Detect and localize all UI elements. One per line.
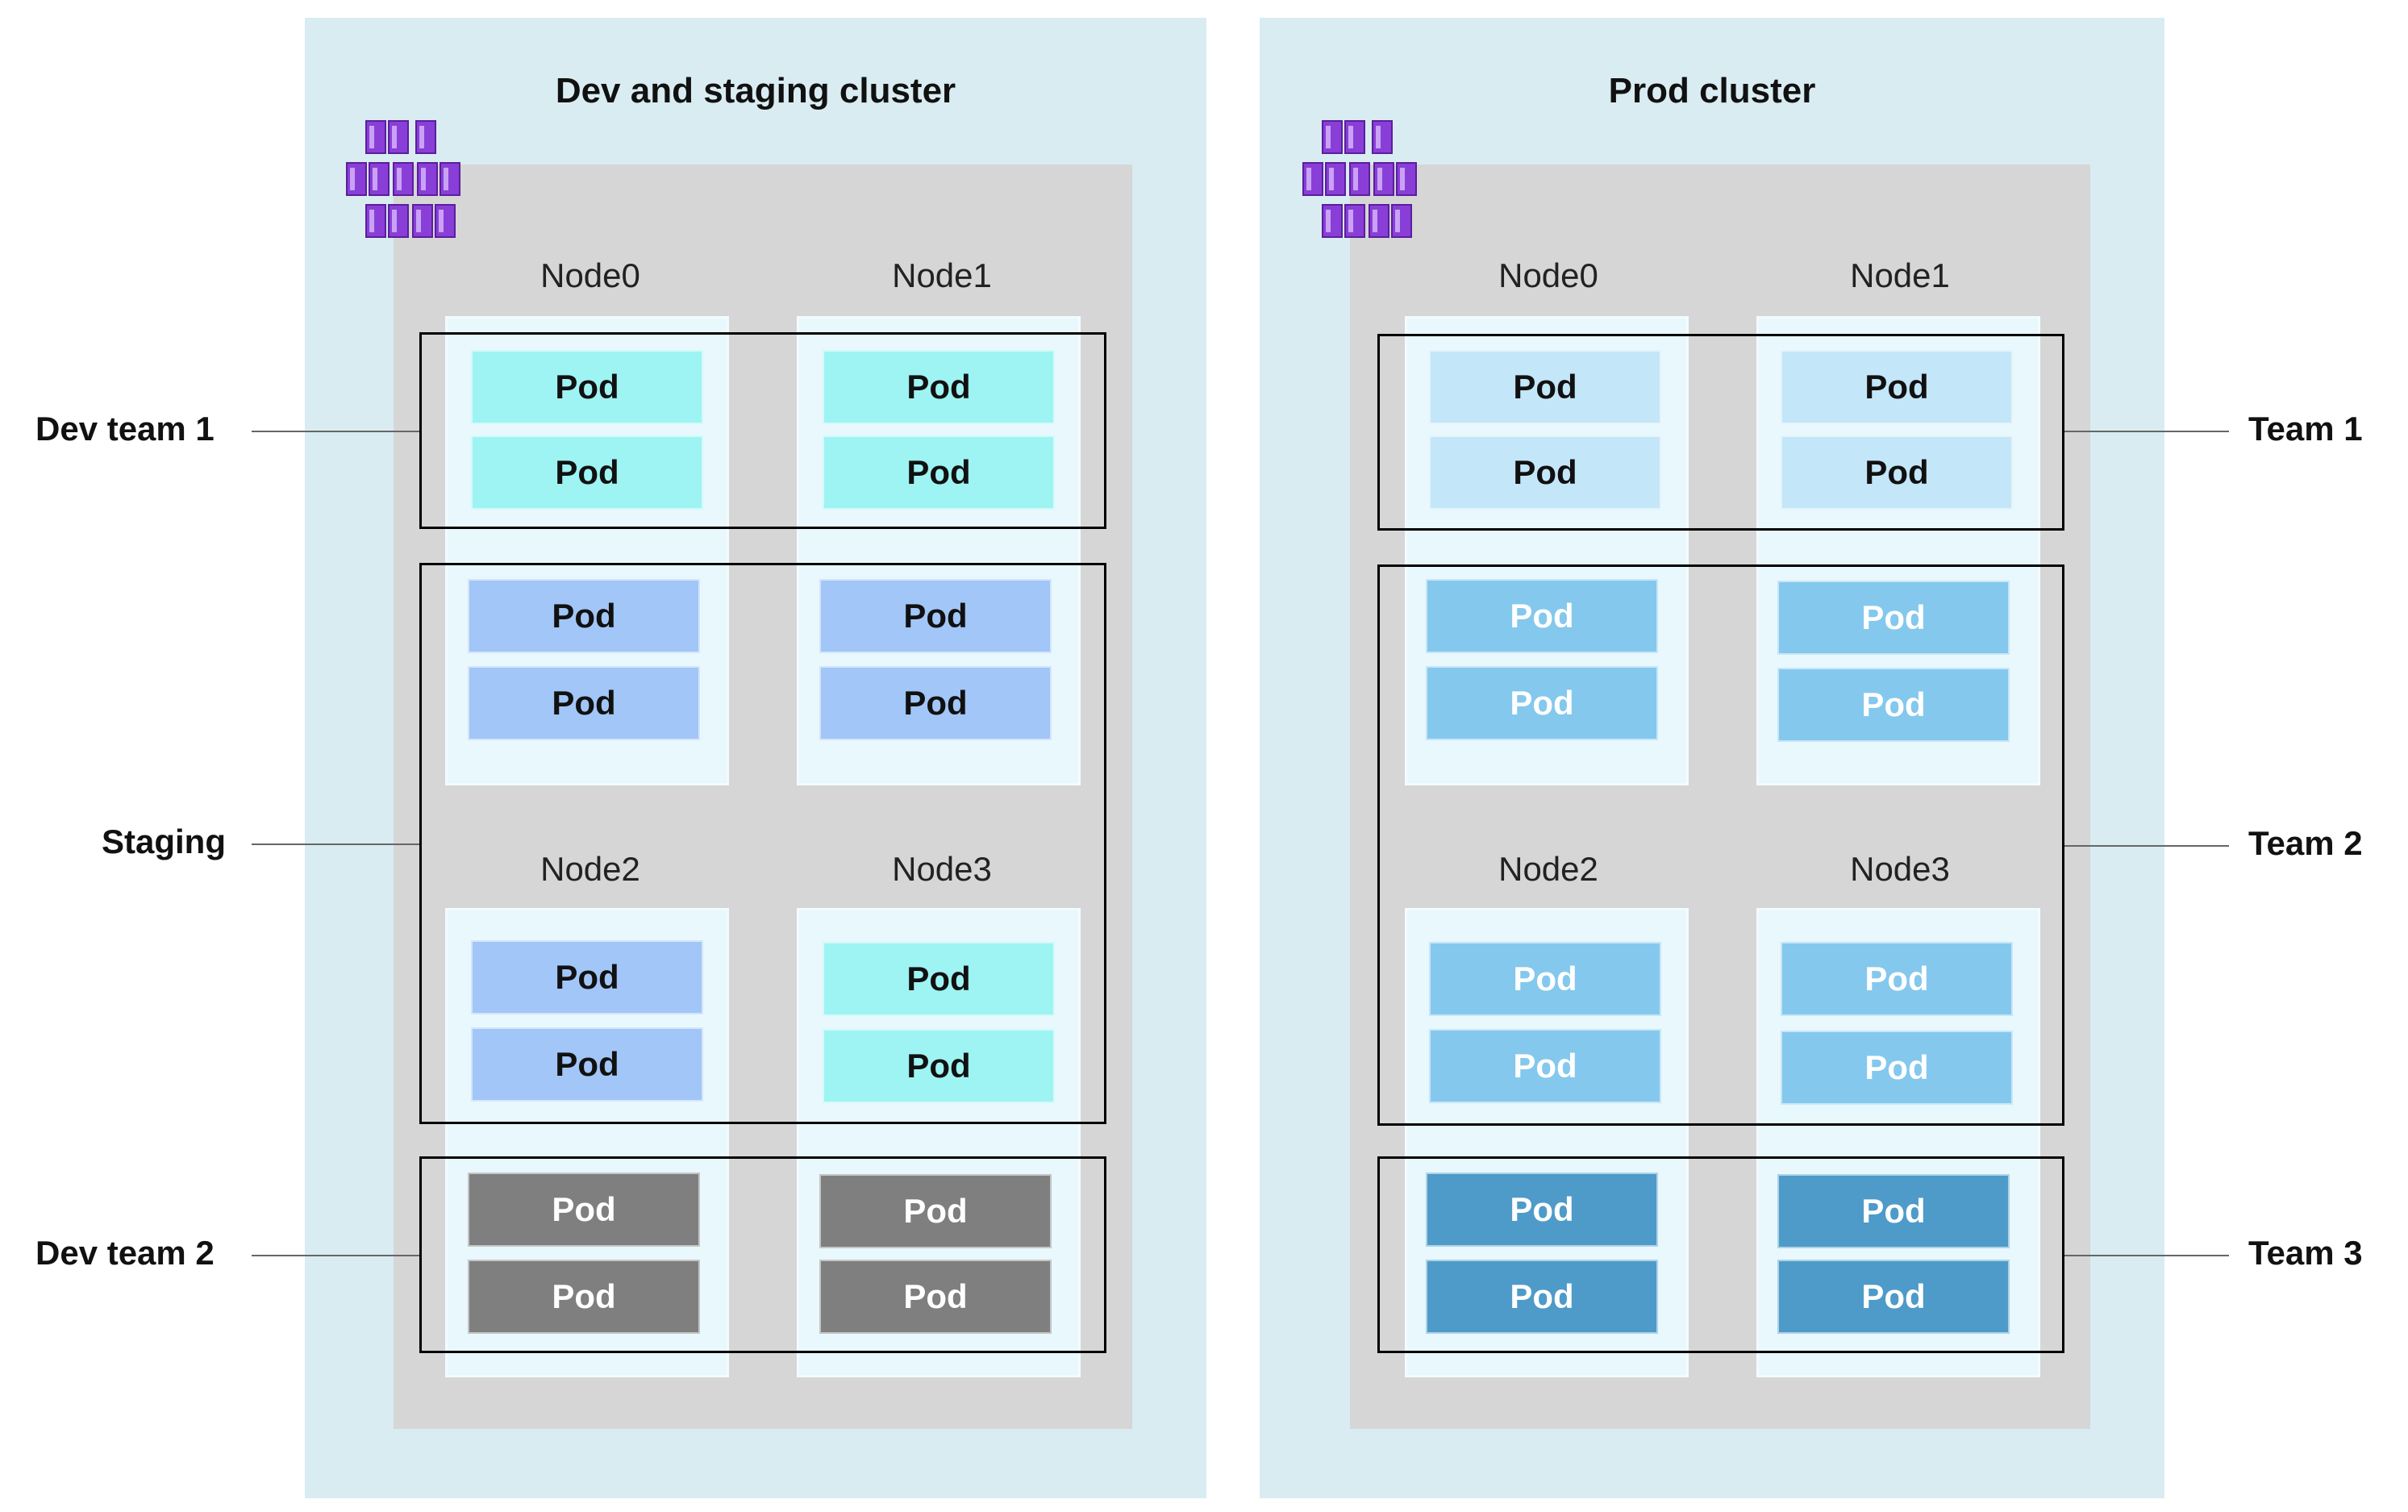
group-label: Dev team 2 bbox=[35, 1234, 215, 1272]
group-label: Dev team 1 bbox=[35, 410, 215, 448]
node-label: Node2 bbox=[540, 850, 640, 888]
group-label: Team 2 bbox=[2248, 824, 2363, 862]
leader-line bbox=[252, 431, 419, 432]
node-label: Node3 bbox=[892, 850, 992, 888]
pod: Pod bbox=[1777, 1174, 2010, 1248]
pod: Pod bbox=[471, 350, 703, 424]
group-label: Staging bbox=[102, 823, 226, 860]
group-label: Team 3 bbox=[2248, 1234, 2363, 1272]
node-label: Node0 bbox=[540, 256, 640, 294]
pod: Pod bbox=[471, 940, 703, 1014]
group-box-team-3 bbox=[1377, 1156, 2064, 1353]
leader-line bbox=[2064, 845, 2229, 847]
pod: Pod bbox=[1426, 1173, 1658, 1247]
pod: Pod bbox=[471, 435, 703, 510]
pod: Pod bbox=[1781, 435, 2013, 510]
group-box-staging bbox=[419, 563, 1106, 1124]
pod: Pod bbox=[1426, 666, 1658, 740]
leader-line bbox=[252, 1255, 419, 1256]
pod: Pod bbox=[468, 1260, 700, 1334]
pod: Pod bbox=[1781, 942, 2013, 1016]
pod: Pod bbox=[1429, 1029, 1661, 1103]
pod: Pod bbox=[471, 1027, 703, 1102]
cluster-title: Prod cluster bbox=[1608, 71, 1816, 110]
cluster-title: Dev and staging cluster bbox=[555, 71, 956, 110]
kubernetes-cluster-icon bbox=[1300, 118, 1435, 244]
pod: Pod bbox=[1777, 1260, 2010, 1334]
pod: Pod bbox=[823, 350, 1055, 424]
group-box-team-1 bbox=[1377, 334, 2064, 531]
pod: Pod bbox=[819, 579, 1052, 653]
pod: Pod bbox=[1426, 579, 1658, 653]
pod: Pod bbox=[1781, 350, 2013, 424]
node-label: Node1 bbox=[892, 256, 992, 294]
leader-line bbox=[2064, 431, 2229, 432]
leader-line bbox=[2064, 1255, 2229, 1256]
pod: Pod bbox=[819, 666, 1052, 740]
pod: Pod bbox=[823, 435, 1055, 510]
kubernetes-cluster-icon bbox=[344, 118, 479, 244]
node-label: Node3 bbox=[1850, 850, 1950, 888]
pod: Pod bbox=[823, 942, 1055, 1016]
node-label: Node2 bbox=[1498, 850, 1598, 888]
group-label: Team 1 bbox=[2248, 410, 2363, 448]
leader-line bbox=[252, 843, 419, 845]
pod: Pod bbox=[1781, 1031, 2013, 1105]
group-box-dev-team-1 bbox=[419, 332, 1106, 529]
pod: Pod bbox=[1429, 350, 1661, 424]
pod: Pod bbox=[819, 1260, 1052, 1334]
pod: Pod bbox=[1426, 1260, 1658, 1334]
pod: Pod bbox=[1429, 435, 1661, 510]
pod: Pod bbox=[819, 1174, 1052, 1248]
pod: Pod bbox=[468, 579, 700, 653]
pod: Pod bbox=[468, 1173, 700, 1247]
pod: Pod bbox=[1777, 581, 2010, 655]
pod: Pod bbox=[1429, 942, 1661, 1016]
pod: Pod bbox=[468, 666, 700, 740]
node-label: Node1 bbox=[1850, 256, 1950, 294]
pod: Pod bbox=[1777, 668, 2010, 742]
group-box-dev-team-2 bbox=[419, 1156, 1106, 1353]
group-box-team-2 bbox=[1377, 564, 2064, 1126]
pod: Pod bbox=[823, 1029, 1055, 1103]
node-label: Node0 bbox=[1498, 256, 1598, 294]
